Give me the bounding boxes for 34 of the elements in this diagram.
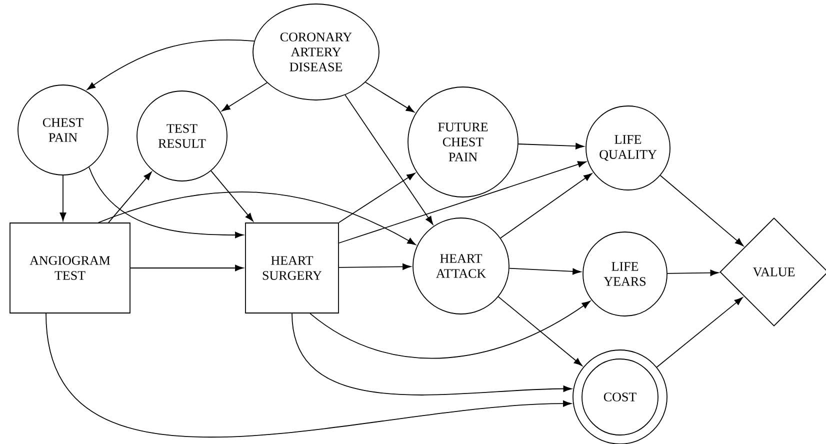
arrow xyxy=(222,82,268,112)
arrow xyxy=(310,300,590,359)
arrow xyxy=(365,82,414,112)
circle-node: LIFE YEARS xyxy=(582,232,668,316)
arrow xyxy=(98,192,416,245)
arrow xyxy=(210,170,254,222)
arrow xyxy=(338,172,416,223)
circle-node: HEART ATTACK xyxy=(412,218,510,314)
arrow xyxy=(86,39,255,90)
arrow xyxy=(46,313,572,438)
arrow xyxy=(667,270,719,276)
arrow xyxy=(60,175,66,222)
arrow xyxy=(508,268,582,275)
arrow xyxy=(88,166,244,238)
arrow xyxy=(498,296,582,366)
arrow xyxy=(660,175,744,246)
arrow xyxy=(656,297,743,368)
diamond-node: VALUE xyxy=(720,218,826,326)
arrow xyxy=(338,161,586,244)
rectangle-node: HEART SURGERY xyxy=(245,222,339,314)
circle-node: LIFE QUALITY xyxy=(586,106,670,190)
arrow xyxy=(108,172,152,223)
arrow xyxy=(344,94,434,225)
circle-node: CHEST PAIN xyxy=(18,84,108,176)
arrow xyxy=(518,142,584,150)
circle-node: TEST RESULT xyxy=(136,90,228,182)
arrow xyxy=(500,173,592,238)
rectangle-node: ANGIOGRAM TEST xyxy=(10,222,130,314)
ellipse-node: CORONARY ARTERY DISEASE xyxy=(252,4,380,100)
circle-node: FUTURE CHEST PAIN xyxy=(408,86,518,198)
arrow xyxy=(130,264,244,272)
arrow xyxy=(338,264,412,270)
arrow xyxy=(292,313,572,396)
double-circle-node: COST xyxy=(572,350,668,444)
